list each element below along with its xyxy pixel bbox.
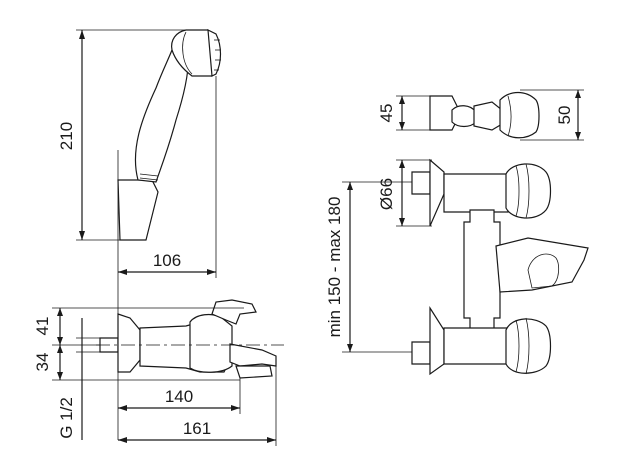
dimension-label-106: 106 bbox=[153, 251, 181, 270]
dimension-label-140: 140 bbox=[165, 387, 193, 406]
dimension-50: 50 bbox=[520, 89, 584, 141]
holder-detail bbox=[429, 91, 540, 139]
dimension-161: 161 bbox=[118, 366, 277, 446]
dimension-140: 140 bbox=[118, 378, 241, 414]
dimension-label-50: 50 bbox=[555, 106, 574, 125]
mixer-side-view bbox=[96, 150, 284, 440]
dimension-41-34: 41 34 bbox=[33, 307, 244, 381]
dimension-210: 210 bbox=[57, 29, 186, 241]
dimension-label-diameter: Ø66 bbox=[377, 178, 396, 210]
hand-shower-drawing bbox=[117, 28, 222, 241]
dimension-label-34: 34 bbox=[33, 353, 52, 372]
dimension-label-thread: G 1/2 bbox=[57, 397, 76, 439]
dimension-thread: G 1/2 bbox=[57, 318, 100, 440]
dimension-label-41: 41 bbox=[33, 317, 52, 336]
dimension-label-center-distance: min 150 - max 180 bbox=[325, 197, 344, 338]
dimension-label-210: 210 bbox=[57, 122, 76, 150]
dimension-label-161: 161 bbox=[183, 419, 211, 438]
dimension-diameter: Ø66 bbox=[377, 159, 432, 227]
dimension-center-distance: min 150 - max 180 bbox=[325, 181, 412, 353]
dimension-106: 106 bbox=[118, 76, 217, 278]
mixer-front-view bbox=[411, 158, 589, 376]
dimension-label-45: 45 bbox=[377, 104, 396, 123]
dimension-45: 45 bbox=[377, 95, 432, 131]
